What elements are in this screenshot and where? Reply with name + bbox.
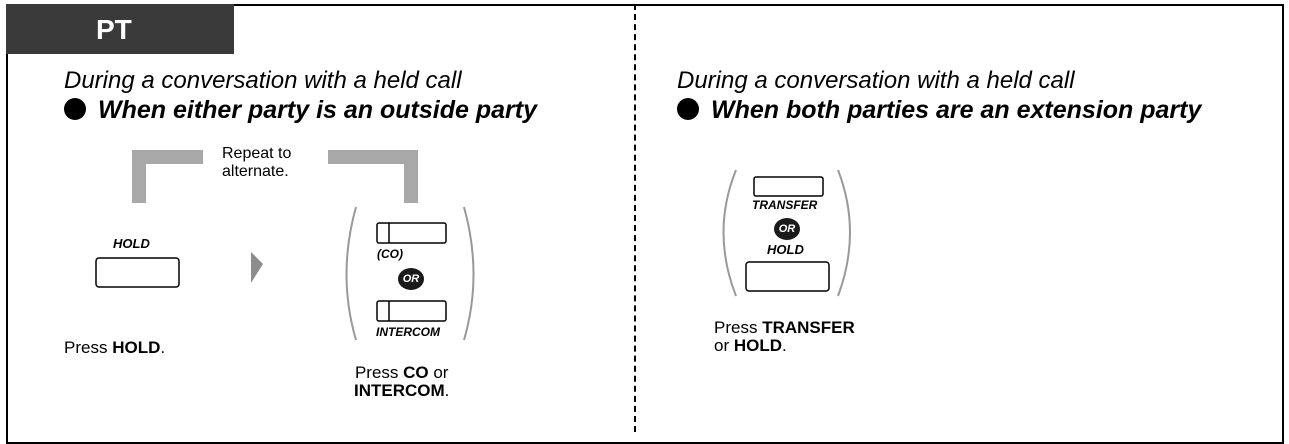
tab-label: PT xyxy=(96,14,132,45)
co-key xyxy=(376,222,447,244)
co-key-label: (CO) xyxy=(377,247,403,261)
next-arrow-icon xyxy=(251,252,263,283)
step1-caption: Press HOLD. xyxy=(64,338,166,357)
pt-tab: PT xyxy=(6,4,234,54)
left-condition-text: When either party is an outside party xyxy=(98,96,537,124)
hold-key xyxy=(95,257,180,288)
repeat-bracket-right xyxy=(328,150,418,203)
right-condition-text: When both parties are an extension party xyxy=(711,96,1202,124)
intercom-key-label: INTERCOM xyxy=(376,325,440,339)
transfer-key xyxy=(753,176,824,197)
left-intro: During a conversation with a held call xyxy=(64,67,462,94)
right-intro: During a conversation with a held call xyxy=(677,67,1075,94)
or-badge-left: OR xyxy=(398,268,424,290)
hold-key-label: HOLD xyxy=(113,236,150,251)
repeat-bracket-left xyxy=(132,150,203,203)
right-condition: When both parties are an extension party xyxy=(677,96,1201,125)
hold-key-right xyxy=(745,261,830,292)
bullet-icon xyxy=(64,98,86,120)
paren-left-icon-right xyxy=(722,169,737,297)
hold-key-label-right: HOLD xyxy=(767,242,804,257)
paren-left-icon xyxy=(345,206,357,341)
or-badge-right: OR xyxy=(774,218,800,240)
transfer-key-label: TRANSFER xyxy=(752,198,818,212)
intercom-key xyxy=(376,300,447,322)
diagram-graphics xyxy=(95,150,851,341)
left-condition: When either party is an outside party xyxy=(64,96,537,125)
paren-right-icon-right xyxy=(837,169,851,297)
bullet-icon xyxy=(677,98,699,120)
column-divider xyxy=(634,4,636,432)
paren-right-icon xyxy=(463,206,475,341)
